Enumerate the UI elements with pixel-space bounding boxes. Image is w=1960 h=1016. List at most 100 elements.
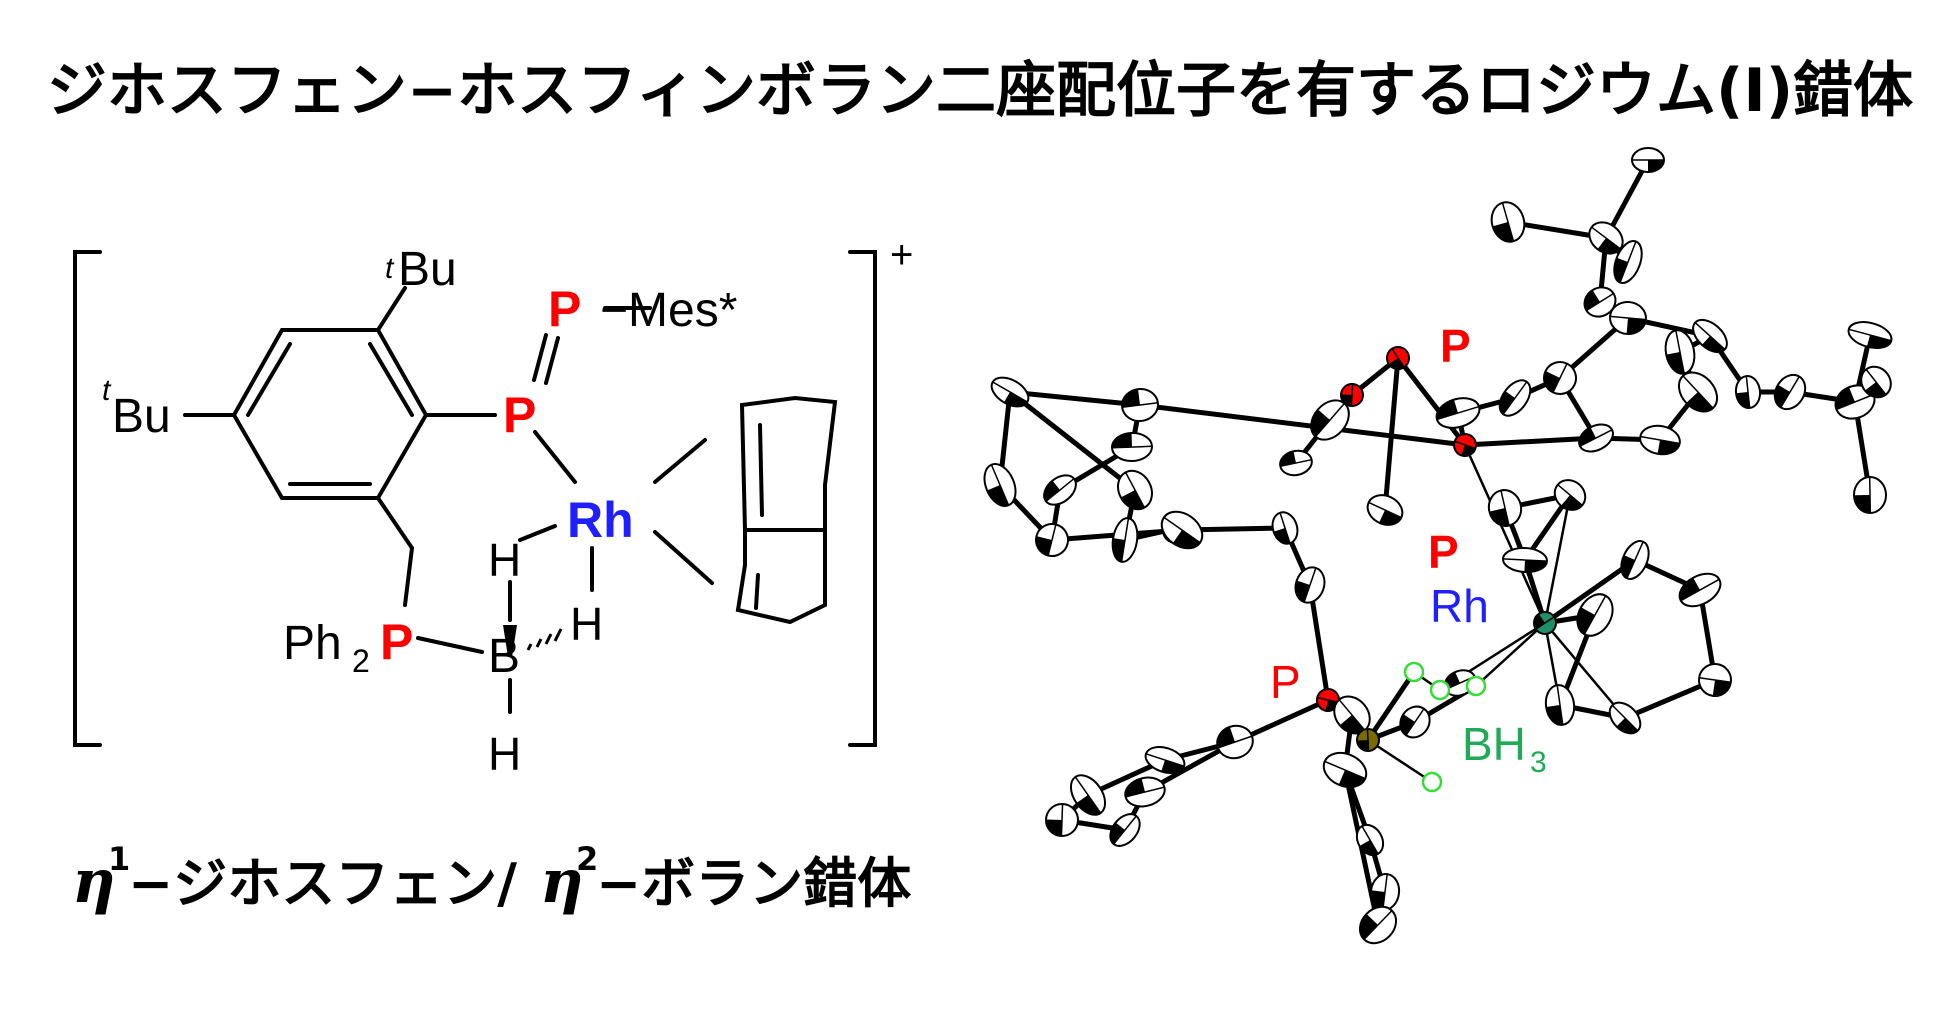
carbon-atom xyxy=(1583,286,1617,318)
carbon-atom xyxy=(1355,823,1385,857)
carbon-atom xyxy=(1043,474,1077,506)
ring-double-bond-3 xyxy=(246,342,292,417)
bond-rh-cod-lower xyxy=(653,530,714,585)
carbon-atom xyxy=(1111,431,1153,463)
carbon-atom xyxy=(1631,147,1665,173)
crystal-labels: P P Rh P BH 3 xyxy=(1270,320,1547,779)
crystal-bh-label: BH xyxy=(1462,718,1526,770)
carbon-atom xyxy=(1553,479,1587,511)
carbon-atom xyxy=(1035,523,1069,557)
carbon-atom xyxy=(1369,873,1401,911)
caption-part-1: −ジホスフェン/ xyxy=(128,852,517,915)
carbon-atom xyxy=(1333,695,1371,735)
right-bracket xyxy=(848,250,877,747)
crystal-bond xyxy=(1007,389,1143,408)
carbon-atom xyxy=(1271,511,1299,545)
crystal-bond xyxy=(1137,402,1468,448)
crystal-thin-bond xyxy=(1543,493,1572,625)
carbon-atom xyxy=(1852,476,1888,514)
carbon-atom xyxy=(1358,905,1398,945)
crystal-bond xyxy=(1395,355,1468,448)
bond-p-b xyxy=(416,636,484,654)
structure-caption: η 1 −ジホスフェン/ η 2 −ボラン錯体 xyxy=(72,840,911,917)
pp-double-bond-b xyxy=(544,336,560,385)
carbon-atom xyxy=(1544,684,1576,726)
carbon-atom xyxy=(1502,546,1548,574)
crystal-thin-bond xyxy=(1474,621,1547,688)
carbon-atom xyxy=(1279,449,1313,477)
carbon-atom xyxy=(1588,221,1624,255)
chemical-structure xyxy=(73,250,877,747)
charge-label: + xyxy=(890,233,913,277)
crystal-bond xyxy=(1007,389,1138,493)
carbon-atom xyxy=(990,376,1030,408)
carbon-atom xyxy=(1490,201,1526,243)
b-label: B xyxy=(488,630,520,683)
crystal-bond xyxy=(1542,557,1638,626)
crystal-bond xyxy=(1307,582,1331,703)
heavy-atom-colored xyxy=(1453,433,1477,457)
hydrogen-atom xyxy=(1429,679,1451,701)
carbon-atom xyxy=(1609,300,1647,336)
h-bottom-label: H xyxy=(488,728,521,780)
bond-ring-ch2 xyxy=(376,496,414,550)
carbon-atom xyxy=(1045,803,1079,837)
crystal-structure xyxy=(983,147,1893,945)
crystal-bond xyxy=(1462,435,1599,448)
ph-subscript: 2 xyxy=(352,643,370,679)
mes-label: −Mes* xyxy=(600,284,737,337)
carbon-atom xyxy=(1678,572,1722,608)
bond-ch2-p xyxy=(403,546,414,607)
caption-sup-1: 1 xyxy=(108,840,130,878)
ring-double-bond-1 xyxy=(368,342,414,417)
carbon-atom xyxy=(1543,361,1578,395)
ph-label: Ph xyxy=(283,617,342,670)
caption-sup-2: 2 xyxy=(576,840,598,878)
hydrogen-atom xyxy=(1403,661,1425,683)
caption-eta-2: η xyxy=(540,847,584,917)
p-lower-label: P xyxy=(503,387,536,443)
carbon-atom xyxy=(1608,701,1642,735)
carbon-atom xyxy=(1639,424,1681,456)
tbu-left-label: Bu xyxy=(112,390,171,443)
carbon-atom xyxy=(1620,540,1650,580)
carbon-atom xyxy=(1487,489,1523,527)
figure-title: ジホスフェン−ホスフィンボラン二座配位子を有するロジウム(I)錯体 xyxy=(46,56,1914,126)
carbon-atom xyxy=(1109,813,1141,847)
structure-labels: t Bu t Bu P −Mes* P Rh H H B H Ph 2 P + xyxy=(102,233,913,780)
carbon-atom xyxy=(1144,746,1186,774)
crystal-thin-bond xyxy=(1366,738,1434,784)
wedge-b-h xyxy=(503,625,517,657)
carbon-atom xyxy=(1677,371,1719,413)
carbon-atom xyxy=(1069,774,1107,816)
carbon-atom xyxy=(1847,321,1893,349)
crystal-atoms xyxy=(983,147,1893,945)
carbon-atom xyxy=(1613,240,1643,284)
p-upper-label: P xyxy=(548,281,581,337)
caption-part-2: −ボラン錯体 xyxy=(596,852,911,915)
pp-double-bond-a xyxy=(532,333,548,382)
carbon-atom xyxy=(1435,397,1481,429)
bond-rh-cod-upper xyxy=(653,438,707,484)
carbon-atom xyxy=(1294,566,1326,604)
hydrogen-atom xyxy=(1465,675,1487,697)
carbon-atom xyxy=(983,463,1017,507)
crystal-thin-bond xyxy=(1463,443,1547,625)
carbon-atom xyxy=(1310,399,1350,441)
tbu-top-label: Bu xyxy=(398,243,457,296)
crystal-p-top-label: P xyxy=(1440,320,1471,372)
h-right-label: H xyxy=(570,598,603,650)
carbon-atom xyxy=(1322,751,1368,789)
h-left-label: H xyxy=(488,534,521,586)
bond-p-rh xyxy=(533,430,577,484)
p-phosphine-label: P xyxy=(380,614,413,670)
cod-ring xyxy=(735,395,838,625)
crystal-p-mid-label: P xyxy=(1428,526,1459,578)
carbon-atom xyxy=(1773,373,1807,411)
stereo-bonds xyxy=(503,625,563,657)
rh-label: Rh xyxy=(567,492,634,548)
crystal-bond xyxy=(1365,669,1417,743)
crystal-bh-subscript: 3 xyxy=(1530,746,1547,779)
benzene-ring xyxy=(231,328,429,500)
